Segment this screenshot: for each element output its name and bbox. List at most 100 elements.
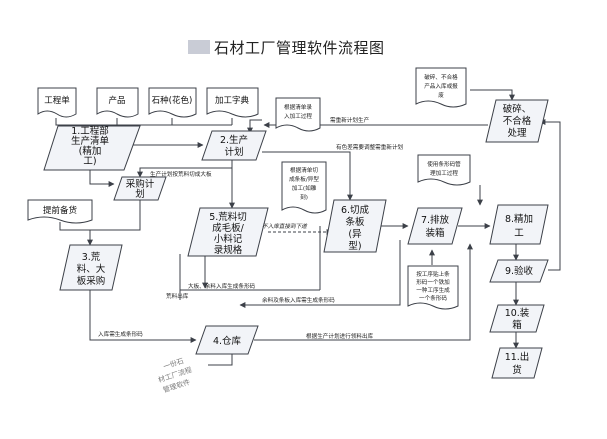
process-steps: 1.工程部 生产清单 (精加 工) 2.生产 计划 采购计 划 3.荒 料、大 … [43, 99, 549, 379]
edge-purchase-s3 [87, 196, 141, 246]
step-7-line-2: 装箱 [425, 227, 444, 239]
note-cutting-line-1: 根据清单切 [290, 166, 318, 174]
note-code-mgmt [417, 154, 471, 186]
label-reproduce: 需重新计划生产 [330, 116, 370, 124]
input-doc-2 [96, 87, 139, 118]
step-reject-line-3: 处理 [507, 127, 527, 139]
step-1-line-2: 生产清单 [71, 135, 110, 147]
step-reject [485, 99, 549, 143]
step-7-line-1: 7.排放 [421, 214, 450, 226]
step-10 [489, 304, 545, 333]
label-color-adjust: 有色差需要调整需重新计划 [336, 143, 404, 151]
label-raw-out: 荒料出库 [166, 292, 189, 300]
input-doc-1 [37, 87, 77, 118]
edge-scrap-in [239, 240, 401, 308]
step-6-line-4: 型) [348, 241, 361, 252]
step-11-line-2: 货 [512, 364, 522, 376]
step-5-line-1: 5.荒料切 [209, 211, 247, 223]
input-bus [55, 118, 232, 126]
label-slab-in: 大板、余料入库生成条形码 [188, 282, 256, 290]
step-9-line-1: 9.验收 [505, 265, 534, 277]
label-plan-out: 根据生产计划进行领料出库 [306, 332, 374, 340]
step-2 [201, 130, 267, 161]
step-6 [323, 199, 387, 253]
note-pack-line-1: 按工序贴上条 [416, 270, 450, 278]
step-8-line-1: 8.精加 [505, 213, 533, 225]
note-record-line-1: 根据清单录 [284, 103, 312, 111]
step-2-line-1: 2.生产 [220, 134, 248, 146]
step-7 [407, 207, 463, 245]
note-break-line-3: 废 [438, 91, 444, 99]
edge-advance-s3 [59, 222, 90, 231]
step-reject-line-1: 破碎、 [503, 103, 532, 115]
watermark-stamp: 一份石 材工厂流程 管理软件 [157, 356, 193, 394]
step-3 [59, 244, 123, 291]
step-purchase-plan [113, 176, 167, 201]
step-4 [195, 325, 259, 355]
step-3-line-3: 板采购 [77, 275, 106, 287]
note-pack-line-2: 形码一个铁加 [416, 278, 450, 286]
note-pack-line-4: 一个条形码 [419, 294, 447, 302]
edge-s4-s8 [254, 243, 473, 341]
input-label-3: 石种(花色) [152, 95, 193, 106]
input-doc-3 [148, 87, 197, 118]
note-cutting-line-2: 成条板/异型 [289, 175, 319, 183]
step-11 [491, 347, 543, 379]
step-2-line-2: 计划 [224, 146, 243, 158]
connectors [55, 89, 561, 366]
note-break-line-2: 产品入库或报 [424, 82, 458, 90]
edge-s2-s6 [262, 151, 353, 201]
step-5 [187, 207, 269, 257]
step-5-line-2: 成毛板/ [212, 222, 245, 234]
note-code-line-1: 使用条形码管 [427, 160, 461, 168]
step-4-line-1: 4.仓库 [213, 335, 242, 347]
note-advance-line-1: 提前备货 [43, 205, 78, 216]
input-doc-4 [206, 87, 259, 118]
edge-break-reject [470, 89, 515, 101]
edge-s3-s4 [89, 290, 197, 343]
label-plan-cut: 生产计划按荒料切成大板 [150, 170, 212, 178]
step-1-line-1: 1.工程部 [71, 125, 109, 137]
note-record-line-2: 入加工过程 [284, 112, 312, 120]
note-pack-label [407, 265, 459, 310]
title-decor-bar [188, 40, 210, 54]
step-purchase-line-1: 采购计 [126, 178, 155, 190]
step-1-line-4: 工) [83, 156, 96, 167]
step-11-line-1: 11.出 [505, 351, 530, 363]
edge-labels: 需重新计划生产 有色差需要调整需重新计划 生产计划按荒料切成大板 不入库直接到下… [98, 116, 404, 340]
step-1 [43, 125, 141, 171]
input-documents: 工程单 产品 石种(花色) 加工字典 [37, 87, 259, 118]
label-stock-code: 入库需生成条形码 [98, 330, 143, 338]
edge-s4-stamp [208, 352, 233, 366]
step-10-line-2: 箱 [512, 319, 522, 331]
page-title: 石材工厂管理软件流程图 [214, 39, 385, 57]
step-5-line-3: 小料记 [214, 233, 243, 245]
step-5-line-4: 录规格 [214, 244, 243, 256]
step-3-line-2: 料、大 [77, 263, 106, 275]
label-scrap-in: 余料及条板入库需生成条形码 [262, 296, 335, 304]
note-cutting-line-3: 加工(如雕 [292, 184, 317, 192]
step-6-line-3: (异 [348, 229, 362, 240]
step-6-line-2: 条板 [345, 216, 365, 228]
note-advance [27, 199, 93, 224]
note-cutting [281, 161, 327, 214]
step-3-line-1: 3.荒 [82, 252, 101, 263]
note-code-line-2: 理加工过程 [430, 169, 458, 177]
input-label-4: 加工字典 [215, 95, 250, 106]
note-cutting-line-4: 刻) [300, 193, 308, 201]
edge-s9-reject [539, 119, 561, 271]
note-documents: 根据清单录 入加工过程 根据清单切 成条板/异型 加工(如雕 刻) 破碎、不合格… [27, 67, 471, 310]
step-6-line-1: 6.切成 [341, 204, 370, 216]
step-9 [489, 259, 549, 283]
note-break-line-1: 破碎、不合格 [424, 73, 458, 81]
note-record [275, 97, 321, 132]
edge-record-s2 [247, 119, 262, 134]
note-break [415, 67, 467, 108]
label-not-stock: 不入库直接到下道 [262, 223, 308, 230]
note-pack-line-3: 一种工序生成 [416, 286, 450, 294]
step-8 [489, 204, 549, 245]
step-1-line-3: (精加 [79, 145, 102, 157]
input-label-1: 工程单 [44, 95, 70, 106]
